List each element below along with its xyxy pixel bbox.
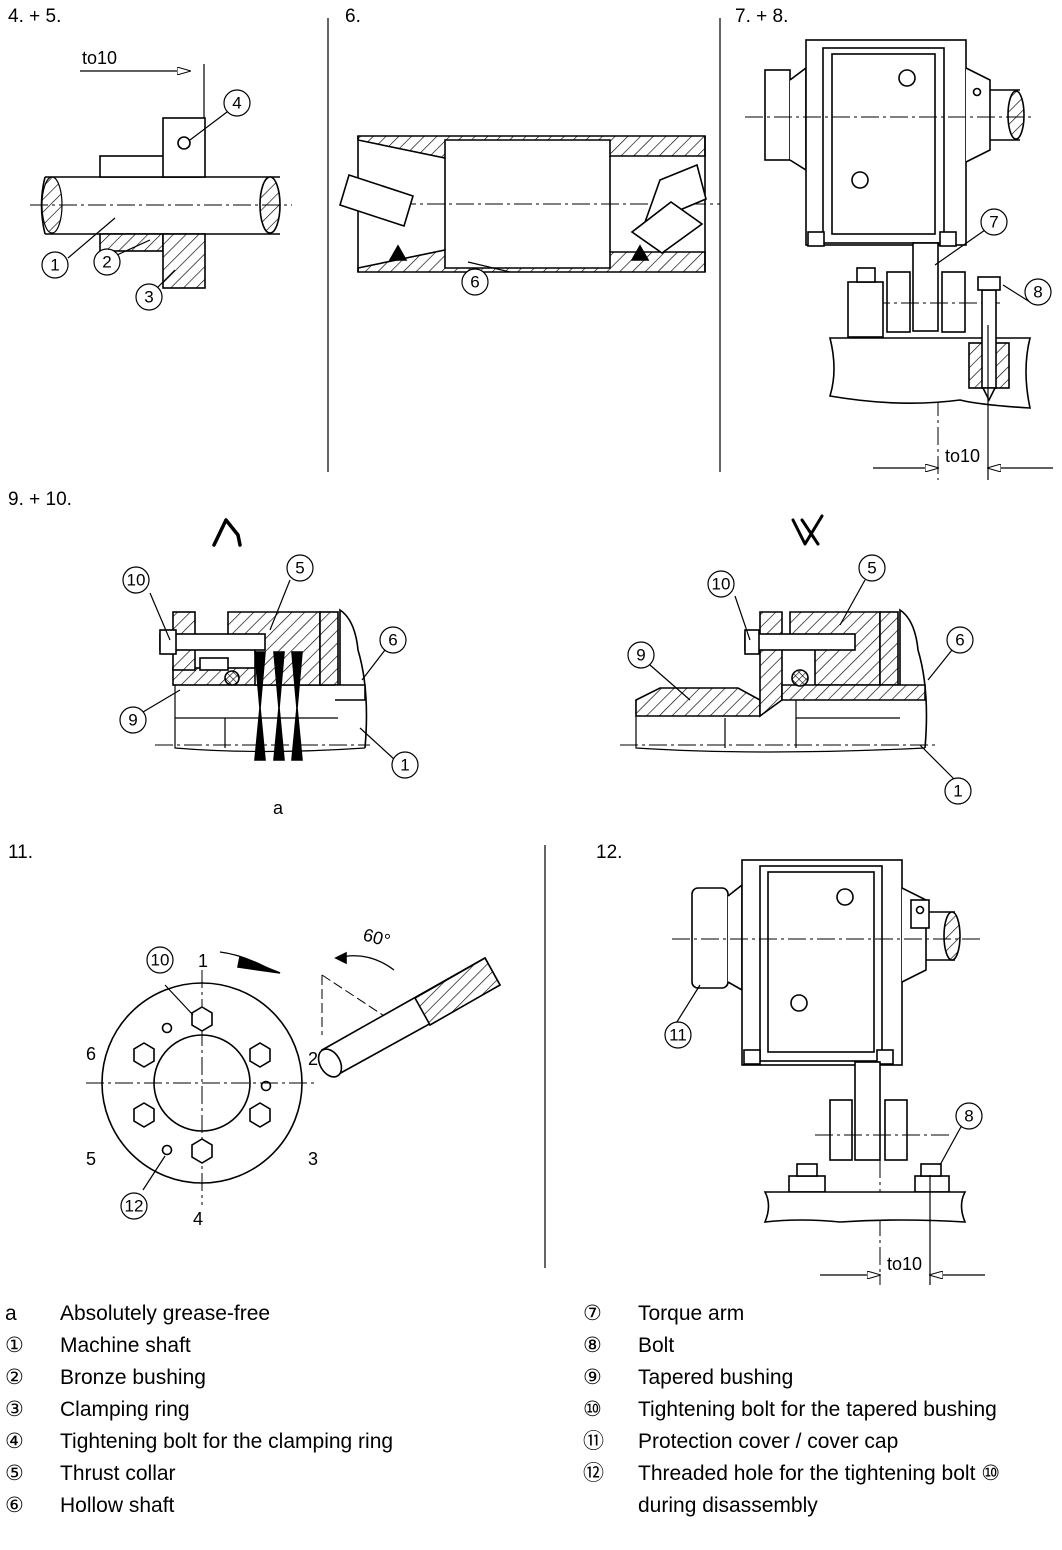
legend-item: ② Bronze bushing: [5, 1362, 525, 1394]
legend-item: ⑦ Torque arm: [583, 1298, 1058, 1330]
legend-text: Bolt: [638, 1334, 675, 1357]
panel-tightening-sequence: [86, 946, 502, 1220]
callout-10: 10: [151, 951, 170, 970]
legend-key: ④: [5, 1430, 24, 1453]
callout-1: 1: [953, 782, 962, 801]
rotation-angle: 60°: [361, 925, 392, 951]
legend-key: ⑨: [583, 1366, 602, 1389]
legend-text: Thrust collar: [60, 1462, 176, 1485]
panel-hollow-shaft: [339, 135, 720, 296]
legend-item: ④ Tightening bolt for the clamping ring: [5, 1426, 525, 1458]
panel-torque-arm: to10: [745, 39, 1053, 480]
legend-item: ⑩ Tightening bolt for the tapered bushing: [583, 1394, 1058, 1426]
callout-10: 10: [127, 571, 146, 590]
position-3: 3: [308, 1149, 318, 1169]
legend-item: ⑤ Thrust collar: [5, 1458, 525, 1490]
callout-6: 6: [955, 631, 964, 650]
dimension-label: to10: [945, 446, 980, 466]
callout-11: 11: [669, 1026, 687, 1045]
panel-tapered-bushing-correct: [119, 518, 419, 779]
step-label-7-8: 7. + 8.: [735, 6, 788, 27]
legend-text: Tightening bolt for the tapered bushing: [638, 1398, 997, 1421]
legend-item: ⑧ Bolt: [583, 1330, 1058, 1362]
wrong-mark-icon: [791, 514, 824, 546]
position-4: 4: [193, 1209, 203, 1229]
legend-key: ①: [5, 1334, 24, 1357]
step-label-11: 11.: [8, 842, 33, 863]
legend-key: ⑫: [583, 1462, 604, 1485]
callout-3: 3: [144, 288, 153, 307]
grease-free-mark: a: [273, 798, 284, 818]
legend-key: ⑪: [583, 1430, 604, 1453]
callout-9: 9: [636, 646, 645, 665]
legend-key: ⑥: [5, 1494, 24, 1517]
legend-item: ⑥ Hollow shaft: [5, 1490, 525, 1522]
step-label-6: 6.: [345, 6, 361, 27]
legend-key: ③: [5, 1398, 24, 1421]
assembly-figure: 4. + 5. 6. 7. + 8. 9. + 10. 11. 12. to10…: [8, 6, 1053, 1285]
callout-2: 2: [102, 253, 111, 272]
legend-item: ⑫ Threaded hole for the tightening bolt ⑩…: [583, 1458, 1058, 1522]
callout-8: 8: [1033, 283, 1042, 302]
legend-key: ②: [5, 1366, 24, 1389]
callout-4: 4: [232, 94, 241, 113]
legend-item: ③ Clamping ring: [5, 1394, 525, 1426]
legend-text: Bronze bushing: [60, 1366, 206, 1389]
panel-clamping-ring: to10: [30, 48, 292, 311]
dimension-label: to10: [82, 48, 117, 68]
checkmark-icon: [212, 518, 242, 547]
legend-item: ⑪ Protection cover / cover cap: [583, 1426, 1058, 1458]
callout-9: 9: [128, 711, 137, 730]
legend-text: Tapered bushing: [638, 1366, 794, 1389]
legend-text: Machine shaft: [60, 1334, 191, 1357]
callout-10: 10: [712, 575, 731, 594]
position-6: 6: [86, 1044, 96, 1064]
legend-text: Hollow shaft: [60, 1494, 175, 1517]
position-2: 2: [308, 1049, 318, 1069]
legend-key: ⑧: [583, 1334, 602, 1357]
legend-item: ⑨ Tapered bushing: [583, 1362, 1058, 1394]
callout-6: 6: [470, 273, 479, 292]
legend-right: ⑦ Torque arm ⑧ Bolt ⑨ Tapered bushing ⑩ Tigh…: [583, 1298, 1058, 1522]
callout-5: 5: [867, 559, 876, 578]
callout-7: 7: [989, 213, 998, 232]
dimension-label: to10: [887, 1254, 922, 1274]
callout-8: 8: [964, 1107, 973, 1126]
legend-text: Protection cover / cover cap: [638, 1430, 899, 1453]
callout-1: 1: [400, 756, 409, 775]
step-label-9-10: 9. + 10.: [8, 489, 72, 510]
legend-key: a: [5, 1302, 17, 1325]
callout-12: 12: [125, 1197, 144, 1216]
step-label-4-5: 4. + 5.: [8, 6, 61, 27]
panel-protection-cover: to10: [664, 859, 985, 1285]
legend-key: ⑤: [5, 1462, 24, 1485]
legend-item: a Absolutely grease-free: [5, 1298, 525, 1330]
legend-text: Threaded hole for the tightening bolt ⑩ …: [638, 1462, 1001, 1517]
legend-key: ⑦: [583, 1302, 602, 1325]
position-5: 5: [86, 1149, 96, 1169]
step-label-12: 12.: [596, 842, 622, 863]
legend-text: Absolutely grease-free: [60, 1302, 271, 1325]
callout-5: 5: [295, 559, 304, 578]
callout-1: 1: [50, 256, 59, 275]
legend-text: Torque arm: [638, 1302, 745, 1325]
legend-key: ⑩: [583, 1398, 602, 1421]
legend-left: a Absolutely grease-free ① Machine shaft ②…: [5, 1298, 525, 1522]
panel-tapered-bushing-wrong: [620, 514, 974, 805]
legend-text: Clamping ring: [60, 1398, 190, 1421]
legend-text: Tightening bolt for the clamping ring: [60, 1430, 394, 1453]
callout-6: 6: [388, 631, 397, 650]
position-1: 1: [198, 951, 208, 971]
legend-item: ① Machine shaft: [5, 1330, 525, 1362]
